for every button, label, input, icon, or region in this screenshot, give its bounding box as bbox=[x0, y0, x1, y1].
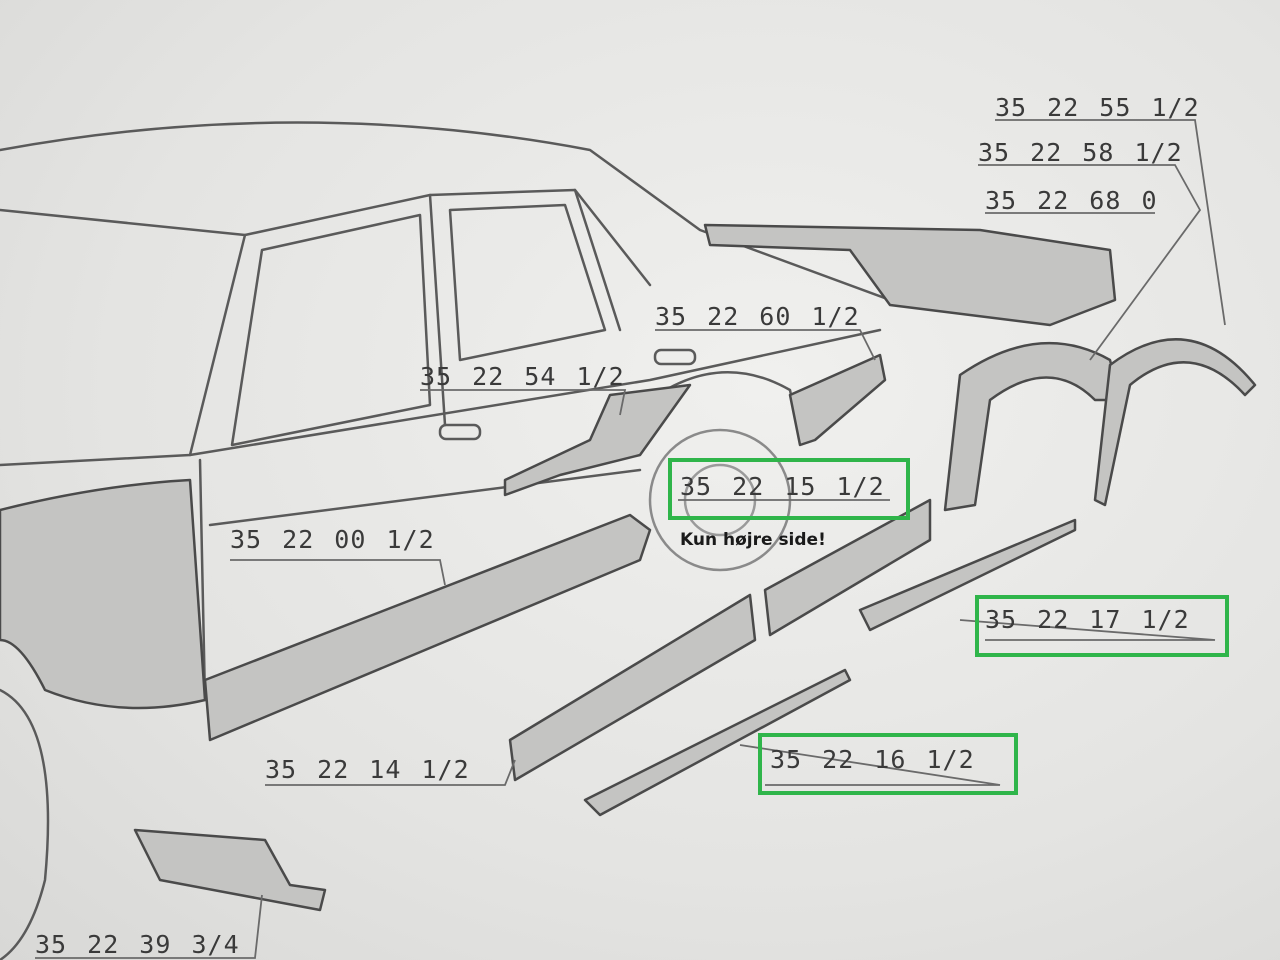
trunk-floor-panel bbox=[703, 223, 1117, 327]
highlight-box bbox=[975, 595, 1229, 657]
sill-strip-lower bbox=[583, 668, 852, 817]
car-front-wheel bbox=[0, 688, 50, 960]
car-lower-line bbox=[208, 468, 642, 527]
leader-00 bbox=[230, 559, 446, 586]
leader-14 bbox=[265, 759, 516, 786]
car-belt-line bbox=[0, 328, 882, 467]
leader-39 bbox=[35, 894, 263, 959]
part-number-label: 35 22 58 1/2 bbox=[978, 138, 1183, 167]
leader-17 bbox=[959, 619, 1216, 641]
wheel-arch-inner bbox=[1093, 338, 1257, 507]
rear-fender-panel bbox=[0, 478, 207, 710]
arch-repair-panel bbox=[503, 383, 692, 497]
sill-section-rear bbox=[763, 498, 932, 637]
part-number-label: 35 22 60 1/2 bbox=[655, 302, 860, 331]
leader-54 bbox=[420, 389, 627, 416]
wheel-arch-outer bbox=[943, 342, 1122, 512]
leader-16 bbox=[739, 744, 1001, 786]
leader-60 bbox=[655, 329, 876, 361]
car-window-frame bbox=[0, 188, 652, 287]
part-number-label: 35 22 15 1/2 bbox=[680, 472, 885, 501]
leader-58 bbox=[978, 164, 1202, 361]
door-handle-rear bbox=[653, 348, 697, 366]
rear-quarter-panel bbox=[788, 353, 887, 447]
part-number-label: 35 22 39 3/4 bbox=[35, 930, 240, 959]
part-number-label: 35 22 54 1/2 bbox=[420, 362, 625, 391]
part-number-label: 35 22 00 1/2 bbox=[230, 525, 435, 554]
sill-section-mid bbox=[508, 593, 757, 782]
car-door-window-rear bbox=[448, 203, 607, 362]
part-number-label: 35 22 17 1/2 bbox=[985, 605, 1190, 634]
car-door-seam bbox=[198, 458, 207, 702]
highlight-box bbox=[758, 733, 1018, 795]
car-door-pillar-c bbox=[573, 188, 622, 332]
sill-strip-upper bbox=[858, 518, 1077, 632]
door-handle-front bbox=[438, 423, 482, 441]
car-rear-window bbox=[188, 233, 247, 457]
part-number-label: 35 22 14 1/2 bbox=[265, 755, 470, 784]
car-roof-outline bbox=[0, 121, 892, 302]
part-number-label: 35 22 16 1/2 bbox=[770, 745, 975, 774]
car-door-pillar-b bbox=[428, 193, 447, 427]
highlight-box bbox=[668, 458, 910, 520]
side-sill-panel bbox=[203, 513, 652, 742]
part-number-label: 35 22 55 1/2 bbox=[995, 93, 1200, 122]
right-side-only-note: Kun højre side! bbox=[680, 530, 826, 550]
car-door-window-front bbox=[230, 213, 432, 447]
floor-bracket-panel bbox=[133, 828, 327, 912]
leader-55 bbox=[995, 119, 1226, 326]
part-number-label: 35 22 68 0 bbox=[985, 186, 1158, 215]
